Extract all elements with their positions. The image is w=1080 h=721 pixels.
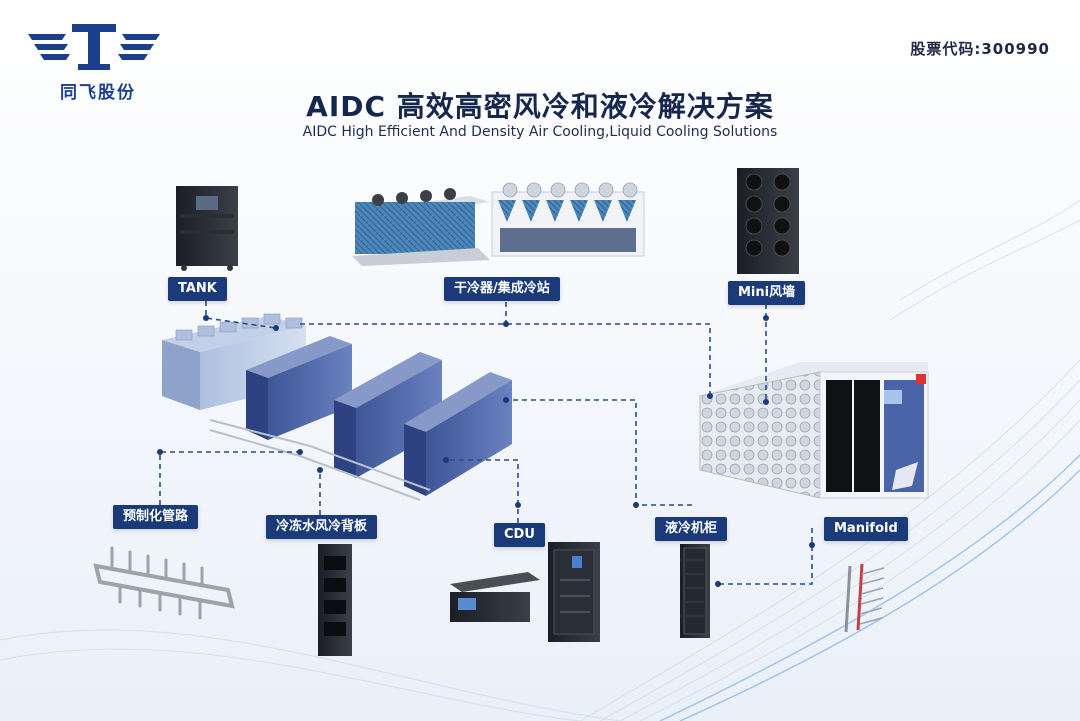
data-hall-module xyxy=(699,362,929,499)
page-subtitle: AIDC High Efficient And Density Air Cool… xyxy=(302,124,778,140)
backplane-unit xyxy=(318,544,352,656)
floor-pipes xyxy=(209,419,431,501)
label-manifold: Manifold xyxy=(824,517,908,541)
manifold-unit xyxy=(844,563,885,633)
tank-unit xyxy=(176,186,238,271)
liquid-cooling-cabinet xyxy=(680,544,710,638)
rack-row-2 xyxy=(334,352,442,478)
cdu-unit xyxy=(450,542,600,642)
label-backplane: 冷冻水风冷背板 xyxy=(266,515,378,539)
label-cabinet: 液冷机柜 xyxy=(655,517,728,541)
page-title: AIDC 高效高密风冷和液冷解决方案 xyxy=(306,90,774,123)
tongfei-logo-icon xyxy=(28,24,160,70)
rack-row-1 xyxy=(246,336,352,440)
mini-wall-unit xyxy=(737,168,799,274)
label-mini-wall: Mini风墙 xyxy=(728,281,806,305)
label-tank: TANK xyxy=(168,277,227,301)
label-dry-cooler: 干冷器/集成冷站 xyxy=(444,277,560,301)
dry-cooler-unit xyxy=(352,188,490,266)
label-cdu: CDU xyxy=(494,523,545,547)
integrated-cooling-station xyxy=(491,182,645,257)
connector-dots xyxy=(157,315,815,587)
prefab-pipeline xyxy=(93,546,235,620)
brand-logo: 同飞股份 xyxy=(28,20,160,103)
rack-row-3 xyxy=(404,372,512,496)
label-pipeline: 预制化管路 xyxy=(113,505,199,529)
stock-code: 股票代码:300990 xyxy=(910,40,1050,58)
brand-name: 同飞股份 xyxy=(60,83,136,103)
